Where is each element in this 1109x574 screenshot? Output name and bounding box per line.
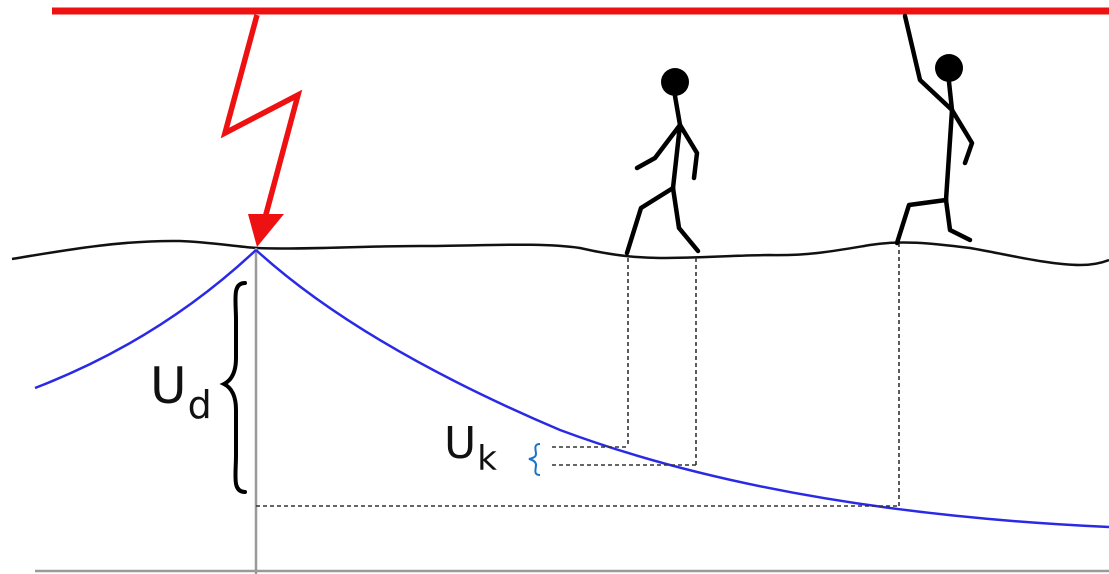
lightning-bolt — [225, 15, 298, 247]
uk-brace — [529, 444, 540, 475]
ground-surface — [12, 241, 1109, 265]
person-touching-line — [897, 16, 972, 243]
person-walking — [627, 68, 698, 253]
ud-label: Ud — [150, 357, 212, 427]
ud-brace — [224, 283, 245, 492]
uk-label: Uk — [444, 418, 497, 479]
projection-lines — [256, 243, 899, 506]
